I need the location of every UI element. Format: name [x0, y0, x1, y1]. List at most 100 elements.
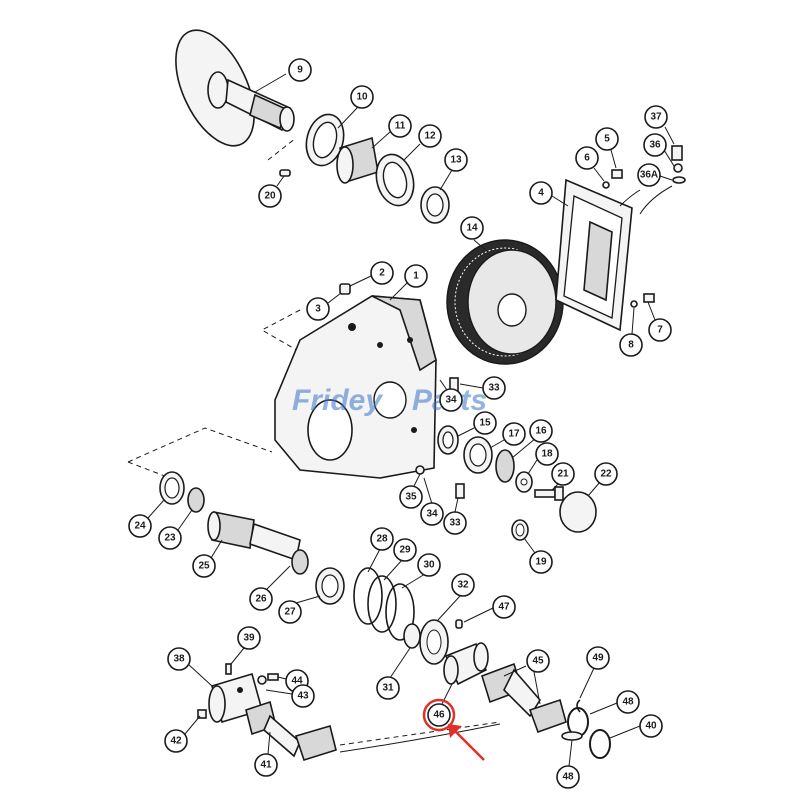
svg-text:41: 41 [260, 760, 272, 771]
svg-text:18: 18 [541, 449, 553, 460]
coupling-sleeve [443, 642, 489, 686]
svg-text:31: 31 [382, 683, 394, 694]
label-32: 32 [451, 573, 475, 597]
svg-text:15: 15 [479, 418, 491, 429]
splined-shaft-right [481, 662, 567, 734]
label-2: 2 [370, 261, 394, 285]
svg-text:38: 38 [173, 654, 185, 665]
label-9: 9 [288, 58, 312, 82]
label-31: 31 [376, 676, 400, 700]
bearing-cup-right [437, 425, 459, 455]
highlight-circle [422, 698, 456, 732]
label-22: 22 [594, 462, 618, 486]
label-33-top: 33 [482, 376, 506, 400]
flange-shaft [175, 29, 295, 147]
stub-shaft [245, 700, 337, 761]
gear-housing [274, 295, 437, 479]
svg-text:5: 5 [604, 134, 610, 145]
label-45: 45 [526, 649, 550, 673]
label-30: 30 [417, 553, 441, 577]
label-36: 36 [643, 133, 667, 157]
svg-text:32: 32 [457, 580, 469, 591]
hose-curve [619, 189, 641, 207]
svg-text:33: 33 [449, 518, 461, 529]
svg-text:27: 27 [284, 607, 296, 618]
svg-text:2: 2 [379, 268, 385, 279]
svg-text:4: 4 [538, 188, 544, 199]
bearing-cone-left [187, 487, 205, 513]
svg-text:30: 30 [423, 560, 435, 571]
thrust-washer [515, 471, 533, 493]
label-13: 13 [444, 148, 468, 172]
label-5: 5 [595, 127, 619, 151]
svg-text:47: 47 [498, 602, 510, 613]
label-40: 40 [639, 714, 663, 738]
bearing-cone-right [495, 449, 515, 483]
svg-text:22: 22 [600, 469, 612, 480]
label-23: 23 [158, 526, 182, 550]
svg-text:48: 48 [562, 772, 574, 783]
bearing-cup-second [463, 436, 493, 474]
pinion-shaft [207, 511, 309, 575]
svg-text:35: 35 [405, 492, 417, 503]
svg-text:7: 7 [657, 325, 663, 336]
label-15: 15 [473, 411, 497, 435]
dashed-outline-bottom [339, 721, 501, 746]
sweep-line-bottom [339, 723, 501, 753]
svg-text:24: 24 [134, 521, 146, 532]
label-14: 14 [460, 216, 484, 240]
dashed-outline-shaft [267, 137, 297, 161]
svg-text:48: 48 [622, 697, 634, 708]
label-36a: 36A [637, 163, 661, 187]
label-48-bottom: 48 [556, 765, 580, 789]
svg-text:42: 42 [170, 736, 182, 747]
label-7: 7 [648, 318, 672, 342]
bushing [420, 186, 450, 224]
callouts: 9 10 11 12 13 20 2 1 3 14 4 5 6 [128, 58, 675, 789]
label-39: 39 [237, 626, 261, 650]
label-37: 37 [644, 105, 668, 129]
label-25: 25 [192, 554, 216, 578]
bolt-small-set [602, 169, 655, 308]
pin [279, 169, 291, 177]
highlight-arrow-head [448, 724, 462, 738]
label-26: 26 [249, 587, 273, 611]
svg-text:14: 14 [466, 223, 478, 234]
svg-text:44: 44 [291, 676, 303, 687]
svg-text:49: 49 [592, 653, 604, 664]
label-34-bottom: 34 [420, 502, 444, 526]
svg-text:1: 1 [413, 271, 419, 282]
svg-text:16: 16 [535, 426, 547, 437]
bearing-cup [375, 153, 415, 207]
svg-text:6: 6 [584, 153, 590, 164]
svg-text:34: 34 [445, 395, 457, 406]
svg-text:36A: 36A [640, 170, 658, 181]
svg-text:12: 12 [424, 131, 436, 142]
svg-text:8: 8 [628, 340, 634, 351]
highlight-arrow [451, 727, 485, 761]
label-49: 49 [586, 646, 610, 670]
label-27: 27 [278, 600, 302, 624]
snap-ring-washer [511, 519, 529, 541]
end-cap [559, 491, 597, 533]
lock-pin [225, 663, 232, 675]
svg-text:45: 45 [532, 656, 544, 667]
highlight-marker [422, 698, 485, 761]
svg-text:11: 11 [395, 121, 406, 132]
large-gear [446, 239, 564, 365]
shim-ring-stack [353, 567, 449, 665]
label-33-bottom: 33 [443, 511, 467, 535]
bearing-cup-left [159, 471, 185, 505]
svg-text:37: 37 [650, 112, 662, 123]
svg-text:36: 36 [649, 140, 661, 151]
svg-text:13: 13 [450, 155, 462, 166]
svg-text:25: 25 [198, 561, 210, 572]
cover-plate [555, 178, 633, 332]
svg-text:9: 9 [297, 65, 303, 76]
svg-text:17: 17 [508, 429, 520, 440]
svg-text:28: 28 [376, 534, 388, 545]
svg-text:40: 40 [645, 721, 657, 732]
svg-text:19: 19 [535, 557, 547, 568]
label-42: 42 [164, 729, 188, 753]
watermark: Fridey Parts [292, 384, 487, 417]
